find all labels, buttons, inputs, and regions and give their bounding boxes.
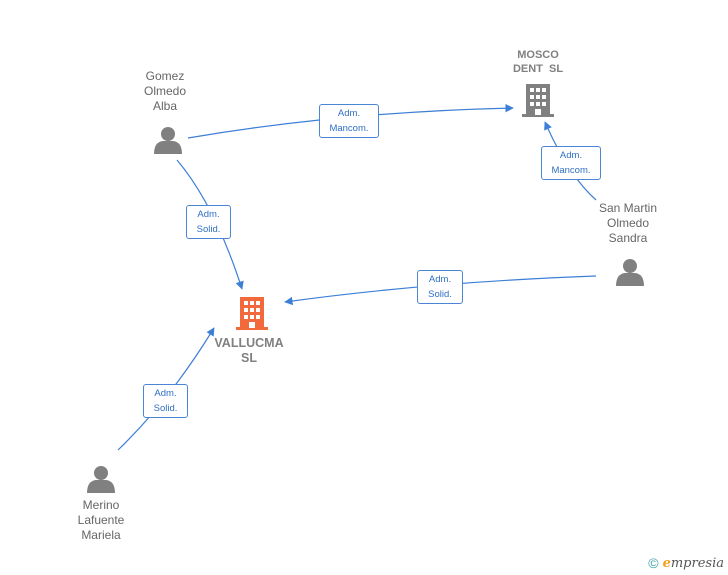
- node-label-vallucma[interactable]: VALLUCMA SL: [206, 336, 292, 366]
- building-icon[interactable]: [522, 84, 554, 117]
- label-line: Merino: [82, 498, 120, 512]
- edge-label-line: Adm.: [337, 108, 361, 119]
- edge-label-line: Mancom.: [329, 123, 369, 134]
- edge-label-line: Adm.: [428, 274, 452, 285]
- label-line: Sandra: [608, 231, 648, 245]
- edge-label-sanmartin-vallucma[interactable]: Adm. Solid.: [417, 270, 463, 304]
- edge-label-line: Adm.: [154, 388, 177, 399]
- label-line: Gomez: [145, 69, 185, 83]
- person-icon[interactable]: [616, 259, 644, 286]
- footer-brand: © empresia: [648, 555, 724, 571]
- brand-logo[interactable]: empresia: [663, 556, 724, 571]
- label-line: VALLUCMA: [214, 336, 284, 350]
- label-line: Olmedo: [606, 216, 650, 230]
- edge-label-line: Solid.: [428, 289, 452, 300]
- edge-label-line: Adm.: [197, 209, 220, 220]
- label-line: DENT SL: [512, 63, 564, 75]
- brand-name: mpresia: [670, 555, 724, 571]
- label-line: Olmedo: [143, 84, 187, 98]
- edge-label-gomez-vallucma[interactable]: Adm. Solid.: [186, 205, 231, 239]
- edge-label-line: Mancom.: [551, 165, 591, 176]
- label-line: MOSCO: [517, 49, 559, 61]
- node-label-san-martin[interactable]: San Martin Olmedo Sandra: [588, 201, 668, 246]
- label-line: SL: [241, 351, 257, 365]
- main-building-icon[interactable]: [236, 297, 268, 330]
- person-icon[interactable]: [154, 127, 182, 154]
- edge-label-sanmartin-mosco[interactable]: Adm. Mancom.: [541, 146, 601, 180]
- edge-label-line: Solid.: [196, 224, 221, 235]
- edge-label-line: Solid.: [153, 403, 178, 414]
- node-label-gomez[interactable]: Gomez Olmedo Alba: [130, 69, 200, 114]
- edge-label-merino-vallucma[interactable]: Adm. Solid.: [143, 384, 188, 418]
- person-icon[interactable]: [87, 466, 115, 493]
- label-line: Mariela: [81, 528, 121, 542]
- brand-initial: e: [662, 555, 671, 571]
- label-line: Lafuente: [77, 513, 125, 527]
- label-line: Alba: [152, 99, 178, 113]
- node-label-mosco-dent[interactable]: MOSCO DENT SL: [498, 48, 578, 76]
- edge-label-line: Adm.: [559, 150, 583, 161]
- copyright-icon: ©: [648, 555, 659, 571]
- label-line: San Martin: [598, 201, 658, 215]
- node-label-merino[interactable]: Merino Lafuente Mariela: [63, 498, 139, 543]
- edge-label-gomez-mosco[interactable]: Adm. Mancom.: [319, 104, 379, 138]
